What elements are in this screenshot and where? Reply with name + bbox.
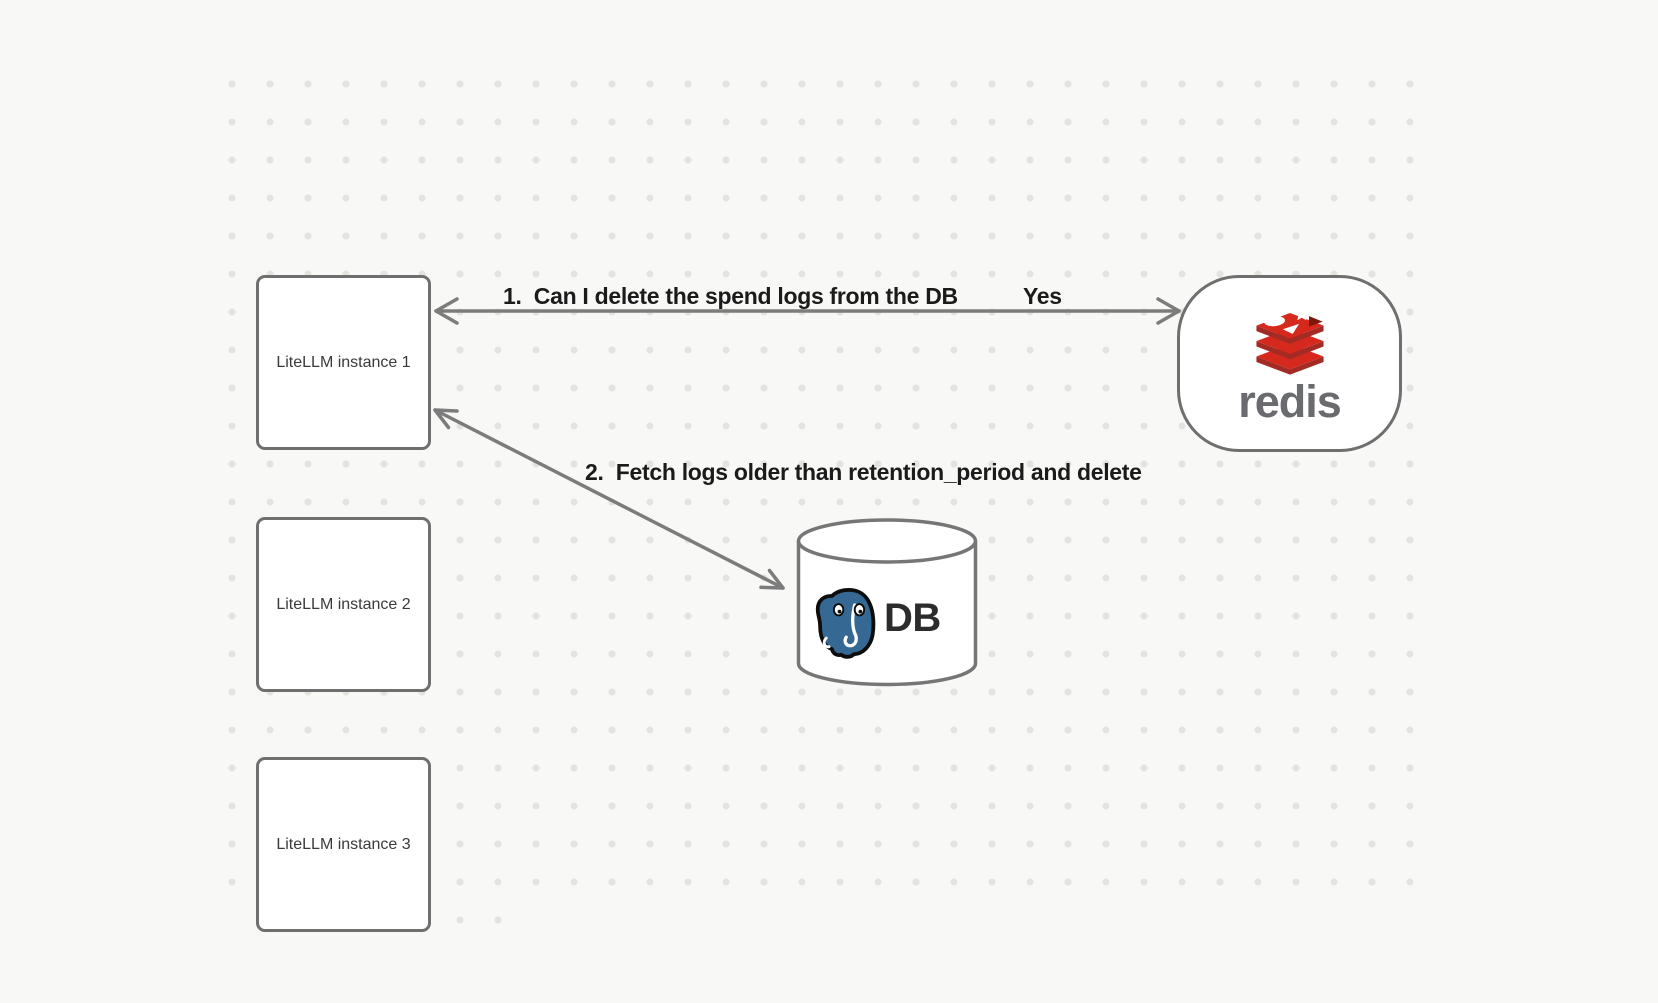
node-label: LiteLLM instance 2 [276,595,411,613]
node-redis[interactable]: redis [1177,275,1402,452]
node-litellm-instance-3[interactable]: LiteLLM instance 3 [256,757,431,932]
node-label: LiteLLM instance 1 [276,353,411,371]
postgresql-elephant-icon [815,587,876,659]
arrow-instance1-db[interactable] [433,408,785,590]
node-litellm-instance-1[interactable]: LiteLLM instance 1 [256,275,431,450]
database-label: DB [884,596,941,640]
node-database[interactable]: DB [794,516,980,690]
edge1-answer-label[interactable]: Yes [1023,283,1062,309]
node-label: LiteLLM instance 3 [276,835,411,853]
redis-wordmark: redis [1238,375,1342,427]
edge2-label[interactable]: 2. Fetch logs older than retention_perio… [585,459,1142,485]
edge1-label[interactable]: 1. Can I delete the spend logs from the … [503,283,958,309]
arrow-instance1-redis[interactable] [434,297,1181,325]
node-litellm-instance-2[interactable]: LiteLLM instance 2 [256,517,431,692]
redis-logo-icon [1255,306,1324,375]
dot-grid-patch [441,901,517,939]
